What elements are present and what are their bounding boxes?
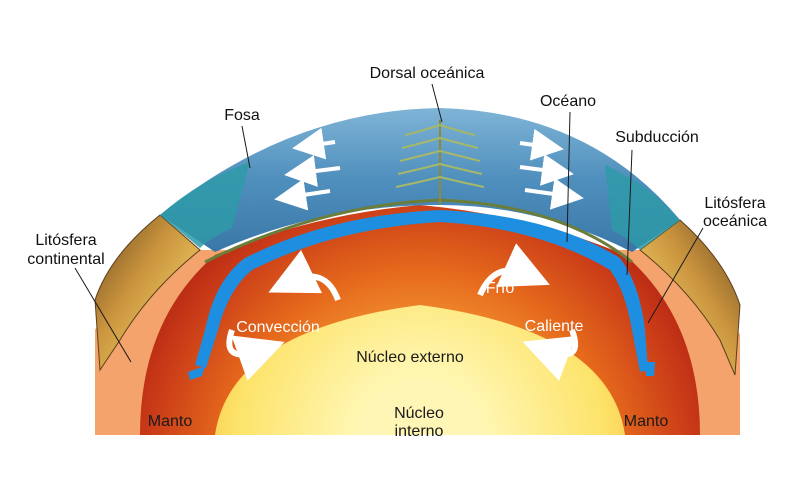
subducting-slab-left: [188, 366, 205, 380]
mantle-label-right: Manto: [624, 413, 669, 430]
ocean-edge-left: [160, 162, 250, 248]
outer-core-label: Núcleo externo: [356, 349, 464, 366]
subduction-leader: [626, 149, 633, 276]
continental-crust-left: [94, 214, 201, 372]
ridge-leader: [431, 83, 443, 123]
trench-leader: [241, 125, 251, 169]
inner-core-label-2: interno: [395, 423, 444, 440]
convection-arrows-left: [226, 249, 341, 381]
subduction-label: Subducción: [615, 129, 699, 146]
outer-core: [215, 305, 625, 435]
continental-crust-right: [639, 219, 741, 376]
oceanic-lithosphere-left: [195, 210, 440, 368]
continental-lithosphere-label-2: continental: [27, 251, 104, 268]
mid-ocean-ridge: [395, 120, 485, 205]
convection-label: Convección: [236, 319, 320, 336]
convection-arrows-right: [477, 243, 579, 381]
oceanic-lithosphere-right: [440, 210, 648, 372]
inner-core: [355, 378, 485, 435]
ocean-label: Océano: [540, 93, 596, 110]
plate-motion-arrows-left: [274, 127, 341, 211]
hot-label: Caliente: [525, 318, 584, 335]
cold-label: Frío: [486, 280, 515, 297]
continental-lithosphere-label-1: Litósfera: [35, 232, 96, 249]
trench-label: Fosa: [224, 107, 260, 124]
subducting-slab-right: [645, 362, 655, 376]
ridge-label: Dorsal oceánica: [370, 65, 485, 82]
continental-lithosphere-leader: [74, 267, 132, 363]
plate-motion-arrows-right: [519, 128, 584, 210]
ocean-edge-right: [605, 165, 680, 250]
ocean-leader: [566, 111, 571, 243]
mantle-label-left: Manto: [148, 413, 193, 430]
oceanic-lithosphere-leader: [647, 227, 704, 324]
oceanic-lithosphere-label-1: Litósfera: [704, 195, 765, 212]
oceanic-lithosphere-label-2: oceánica: [703, 213, 767, 230]
inner-core-label-1: Núcleo: [394, 405, 444, 422]
